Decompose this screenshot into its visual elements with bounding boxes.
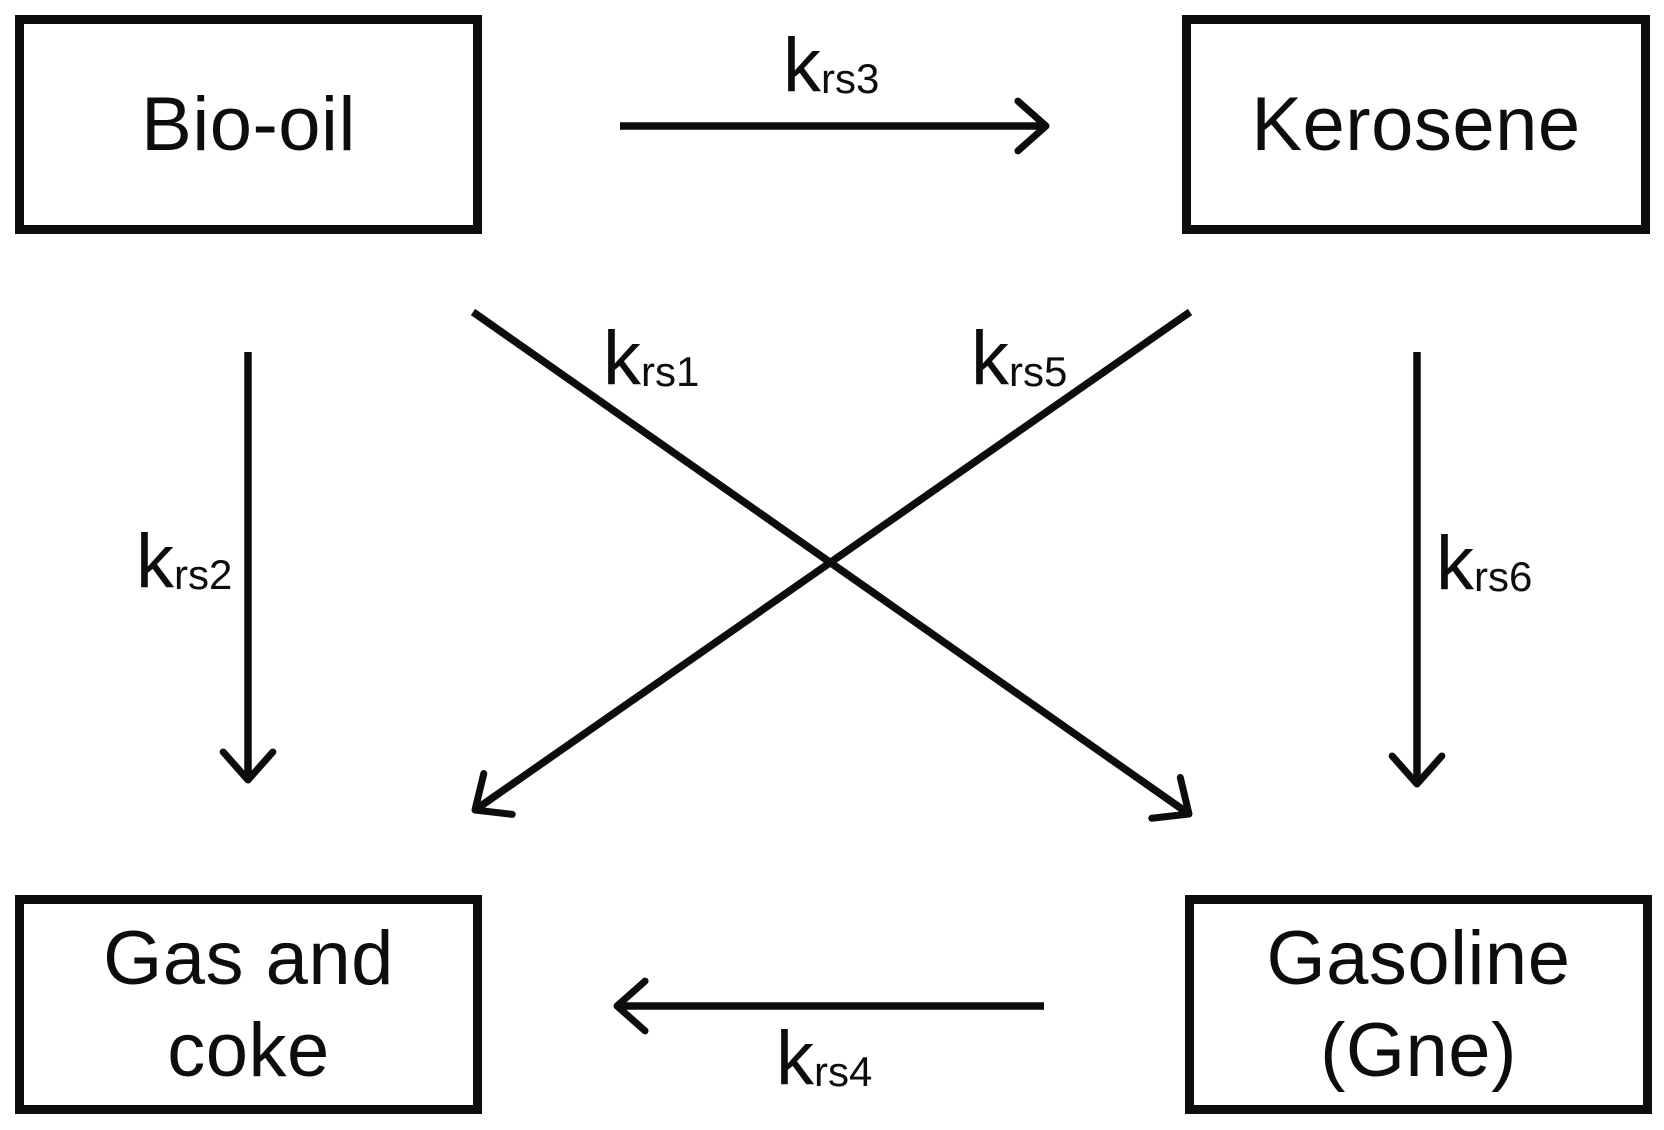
rate-label-krs3: krs3 — [783, 28, 879, 104]
rate-krs3-base: k — [783, 23, 821, 108]
rate-krs6-subscript: rs6 — [1474, 553, 1533, 600]
rate-krs4-base: k — [776, 1016, 814, 1101]
node-gas-and-coke-label: Gas and coke — [103, 915, 394, 1093]
rate-label-krs4: krs4 — [776, 1021, 872, 1097]
rate-krs1-subscript: rs1 — [641, 348, 700, 395]
rate-krs5-subscript: rs5 — [1009, 348, 1068, 395]
rate-krs2-base: k — [136, 519, 174, 604]
node-bio-oil-label: Bio-oil — [141, 81, 356, 167]
node-gas-and-coke: Gas and coke — [15, 895, 482, 1114]
rate-krs1-base: k — [603, 316, 641, 401]
rate-label-krs1: krs1 — [603, 321, 699, 397]
node-gasoline-gne: Gasoline (Gne) — [1185, 895, 1652, 1114]
rate-label-krs5: krs5 — [971, 321, 1067, 397]
rate-krs4-subscript: rs4 — [814, 1048, 873, 1095]
node-bio-oil: Bio-oil — [15, 15, 482, 234]
node-kerosene: Kerosene — [1182, 15, 1650, 234]
arrow-krs5-kerosene-to-gas-and-coke — [471, 308, 1193, 818]
node-gasoline-gne-label: Gasoline (Gne) — [1266, 915, 1571, 1093]
rate-krs3-subscript: rs3 — [821, 55, 880, 102]
rate-krs2-subscript: rs2 — [174, 551, 233, 598]
rate-krs6-base: k — [1436, 521, 1474, 606]
rate-krs5-base: k — [971, 316, 1009, 401]
rate-label-krs6: krs6 — [1436, 526, 1532, 602]
node-kerosene-label: Kerosene — [1251, 81, 1581, 167]
rate-label-krs2: krs2 — [136, 524, 232, 600]
